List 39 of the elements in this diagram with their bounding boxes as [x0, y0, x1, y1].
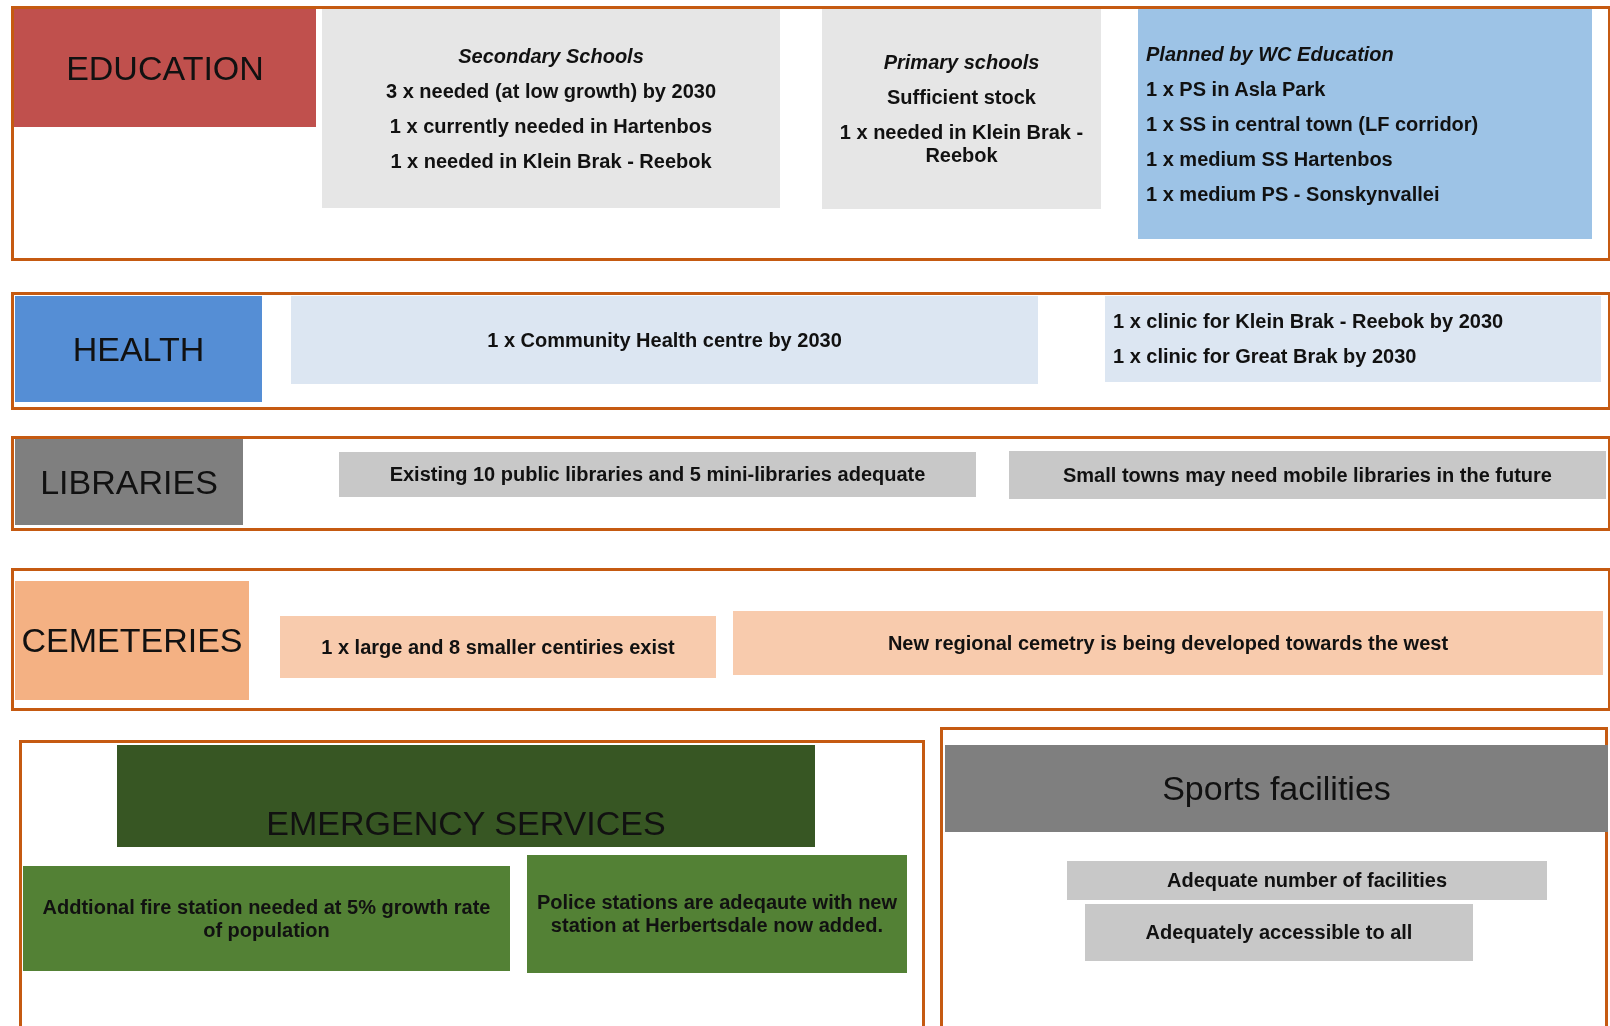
info-text: 1 x clinic for Great Brak by 2030 — [1113, 345, 1417, 368]
info-text: Sufficient stock — [887, 86, 1036, 109]
info-box: 1 x Community Health centre by 2030 — [291, 296, 1038, 384]
info-text: 1 x SS in central town (LF corridor) — [1146, 112, 1479, 136]
category-header: EDUCATION — [14, 9, 316, 127]
info-box — [822, 9, 1101, 209]
info-text: 1 x PS in Asla Park — [1146, 77, 1326, 101]
box-heading: Planned by WC Education — [1146, 42, 1394, 66]
info-text: 1 x needed in Klein Brak - Reebok — [838, 121, 1085, 167]
info-text: 1 x currently needed in Hartenbos — [389, 114, 713, 138]
box-heading: Primary schools — [883, 51, 1040, 74]
info-box — [1138, 9, 1592, 239]
info-text: 3 x needed (at low growth) by 2030 — [385, 79, 717, 103]
info-box: Adequately accessible to all — [1085, 904, 1473, 961]
info-text: 1 x medium SS Hartenbos — [1146, 147, 1393, 171]
section-frame — [19, 740, 925, 1026]
section-frame — [11, 568, 1610, 711]
category-header: CEMETERIES — [15, 581, 249, 700]
info-box: Police stations are adeqaute with new station at Herbertsdale now added. — [527, 855, 907, 973]
category-header: LIBRARIES — [15, 439, 243, 525]
info-text: 1 x medium PS - Sonskynvallei — [1146, 182, 1440, 206]
info-box: Small towns may need mobile libraries in the future — [1009, 451, 1606, 499]
section-frame — [940, 727, 1608, 1026]
category-header: EMERGENCY SERVICES — [117, 745, 815, 847]
info-box: Addtional fire station needed at 5% growth rate of population — [23, 866, 510, 971]
section-frame — [11, 6, 1610, 261]
info-box: Existing 10 public libraries and 5 mini-libraries adequate — [339, 452, 976, 497]
info-box — [322, 9, 780, 208]
category-header: HEALTH — [15, 296, 262, 402]
category-header: Sports facilities — [945, 745, 1608, 832]
info-text: 1 x clinic for Klein Brak - Reebok by 2030 — [1113, 310, 1504, 333]
info-box: 1 x large and 8 smaller centiries exist — [280, 616, 716, 678]
box-heading: Secondary Schools — [458, 44, 644, 68]
info-text: 1 x needed in Klein Brak - Reebok — [390, 149, 712, 173]
info-box: Adequate number of facilities — [1067, 861, 1547, 900]
info-box — [1105, 296, 1601, 382]
info-box: New regional cemetry is being developed towards the west — [733, 611, 1603, 675]
section-frame — [11, 436, 1610, 531]
section-frame — [11, 292, 1610, 410]
